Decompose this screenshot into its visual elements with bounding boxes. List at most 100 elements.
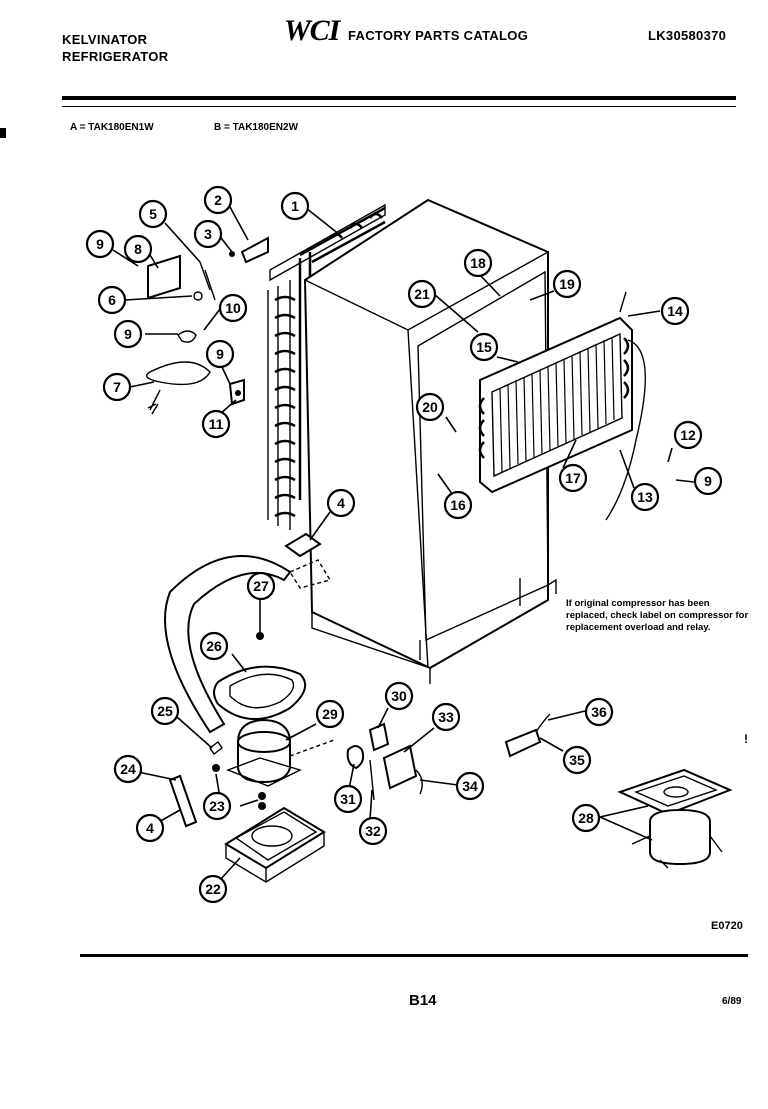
svg-text:30: 30 bbox=[391, 688, 407, 704]
compressor-assembly bbox=[168, 718, 335, 884]
callout-18: 18 bbox=[463, 248, 493, 278]
svg-text:6: 6 bbox=[108, 292, 116, 308]
callout-4b: 4 bbox=[135, 813, 165, 843]
callout-9b: 9 bbox=[113, 319, 143, 349]
svg-text:28: 28 bbox=[578, 810, 594, 826]
callout-33: 33 bbox=[431, 702, 461, 732]
callout-29: 29 bbox=[315, 699, 345, 729]
compressor-note: If original compressor has been replaced… bbox=[566, 598, 749, 633]
callout-26: 26 bbox=[199, 631, 229, 661]
callout-34: 34 bbox=[455, 771, 485, 801]
svg-text:25: 25 bbox=[157, 703, 173, 719]
catalog-title: FACTORY PARTS CATALOG bbox=[348, 28, 529, 43]
evaporator-coil bbox=[478, 291, 646, 521]
callout-35: 35 bbox=[562, 745, 592, 775]
callout-19: 19 bbox=[552, 269, 582, 299]
svg-text:22: 22 bbox=[205, 881, 221, 897]
callout-7: 7 bbox=[102, 372, 132, 402]
callout-6: 6 bbox=[97, 285, 127, 315]
svg-text:9: 9 bbox=[96, 236, 104, 252]
callout-27: 27 bbox=[246, 571, 276, 601]
small-parts-upper-left bbox=[146, 236, 269, 415]
callout-32: 32 bbox=[358, 816, 388, 846]
callout-12: 12 bbox=[673, 420, 703, 450]
diagram-code: E0720 bbox=[711, 920, 743, 932]
svg-text:24: 24 bbox=[120, 761, 136, 777]
brand-line2: REFRIGERATOR bbox=[62, 49, 169, 64]
catalog-number: LK30580370 bbox=[648, 28, 727, 43]
svg-text:9: 9 bbox=[704, 473, 712, 489]
svg-text:27: 27 bbox=[253, 578, 269, 594]
callout-10: 10 bbox=[218, 293, 248, 323]
svg-text:9: 9 bbox=[124, 326, 132, 342]
svg-text:26: 26 bbox=[206, 638, 222, 654]
callout-9d: 9 bbox=[693, 466, 723, 496]
callout-25: 25 bbox=[150, 696, 180, 726]
svg-text:15: 15 bbox=[476, 339, 492, 355]
electrical-parts bbox=[346, 713, 551, 801]
callout-9c: 9 bbox=[205, 339, 235, 369]
header-rule-thin bbox=[62, 106, 736, 107]
callout-2: 2 bbox=[203, 185, 233, 215]
svg-text:2: 2 bbox=[214, 192, 222, 208]
callout-17: 17 bbox=[558, 463, 588, 493]
callout-14: 14 bbox=[660, 296, 690, 326]
svg-text:19: 19 bbox=[559, 276, 575, 292]
catalog-date: 6/89 bbox=[722, 996, 742, 1007]
refrigerator-cabinet bbox=[303, 198, 557, 684]
drain-parts bbox=[164, 532, 332, 734]
svg-text:7: 7 bbox=[113, 379, 121, 395]
brand-line1: KELVINATOR bbox=[62, 32, 148, 47]
svg-text:21: 21 bbox=[414, 286, 430, 302]
svg-text:11: 11 bbox=[209, 416, 224, 432]
svg-text:9: 9 bbox=[216, 346, 224, 362]
svg-text:3: 3 bbox=[204, 226, 212, 242]
callouts: 1 2 3 5 8 9 6 10 9 9 7 11 18 19 21 14 15… bbox=[85, 185, 723, 904]
callout-23: 23 bbox=[202, 791, 232, 821]
callout-11: 11 bbox=[201, 409, 231, 439]
wci-logo: WCI bbox=[284, 14, 340, 47]
svg-text:32: 32 bbox=[365, 823, 381, 839]
svg-text:13: 13 bbox=[637, 489, 653, 505]
callout-28: 28 bbox=[571, 803, 601, 833]
callout-4a: 4 bbox=[326, 488, 356, 518]
svg-text:8: 8 bbox=[134, 241, 142, 257]
svg-text:17: 17 bbox=[565, 470, 581, 486]
page-number: B14 bbox=[409, 992, 437, 1009]
replacement-compressor bbox=[617, 768, 733, 869]
svg-text:1: 1 bbox=[291, 198, 299, 214]
svg-text:29: 29 bbox=[322, 706, 338, 722]
svg-text:36: 36 bbox=[591, 704, 607, 720]
model-b: B = TAK180EN2W bbox=[214, 122, 299, 133]
callout-3: 3 bbox=[193, 219, 223, 249]
callout-16: 16 bbox=[443, 490, 473, 520]
callout-36: 36 bbox=[584, 697, 614, 727]
callout-24: 24 bbox=[113, 754, 143, 784]
svg-text:34: 34 bbox=[462, 778, 478, 794]
svg-text:12: 12 bbox=[680, 427, 696, 443]
stray-mark: ! bbox=[744, 732, 748, 746]
callout-20: 20 bbox=[415, 392, 445, 422]
leader-lines bbox=[112, 206, 695, 881]
callout-1: 1 bbox=[280, 191, 310, 221]
callout-22: 22 bbox=[198, 874, 228, 904]
callout-5: 5 bbox=[138, 199, 168, 229]
header-rule-thick bbox=[62, 96, 736, 100]
callout-31: 31 bbox=[333, 784, 363, 814]
callout-8: 8 bbox=[123, 234, 153, 264]
svg-text:31: 31 bbox=[340, 791, 356, 807]
svg-text:14: 14 bbox=[667, 303, 683, 319]
scan-edge-mark bbox=[0, 128, 6, 138]
svg-text:16: 16 bbox=[450, 497, 466, 513]
model-a: A = TAK180EN1W bbox=[70, 122, 154, 133]
svg-text:4: 4 bbox=[146, 820, 154, 836]
callout-15: 15 bbox=[469, 332, 499, 362]
svg-text:23: 23 bbox=[209, 798, 225, 814]
svg-text:33: 33 bbox=[438, 709, 454, 725]
callout-30: 30 bbox=[384, 681, 414, 711]
svg-text:10: 10 bbox=[225, 300, 241, 316]
svg-text:4: 4 bbox=[337, 495, 345, 511]
callout-9a: 9 bbox=[85, 229, 115, 259]
callout-21: 21 bbox=[407, 279, 437, 309]
svg-text:35: 35 bbox=[569, 752, 585, 768]
